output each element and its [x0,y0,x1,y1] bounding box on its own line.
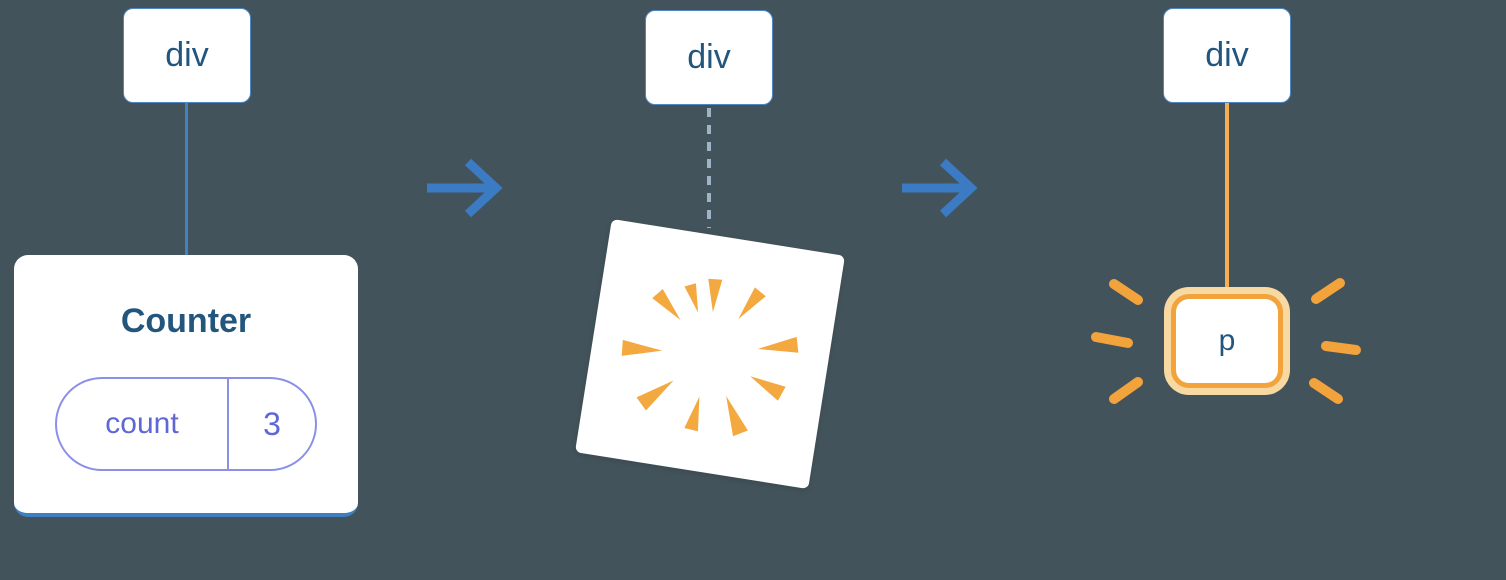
counter-component-card: Counter count 3 [14,255,358,517]
new-element-label: p [1218,324,1236,357]
component-title: Counter [120,302,252,340]
arrow-right-icon [902,158,978,218]
arrow-right-icon [427,158,503,218]
state-pill: count 3 [55,377,317,471]
state-key-label: count [57,379,229,469]
dom-node-box-before: div [123,8,251,103]
poof-burst-icon [621,278,799,437]
dom-node-box-poof: div [645,10,773,105]
tree-edge-solid-orange [1225,103,1229,291]
dom-node-label-poof: div [687,38,731,76]
state-value-label: 3 [263,405,281,442]
new-element-card: p [1171,294,1283,388]
dom-node-label-before: div [165,36,209,74]
dom-node-box-after: div [1163,8,1291,103]
destroyed-component-card [574,218,846,490]
tree-edge-dashed [707,108,711,228]
tree-edge-solid-blue [185,103,188,255]
dom-node-label-after: div [1205,36,1249,74]
sparkle-dashes-icon [1091,278,1361,404]
